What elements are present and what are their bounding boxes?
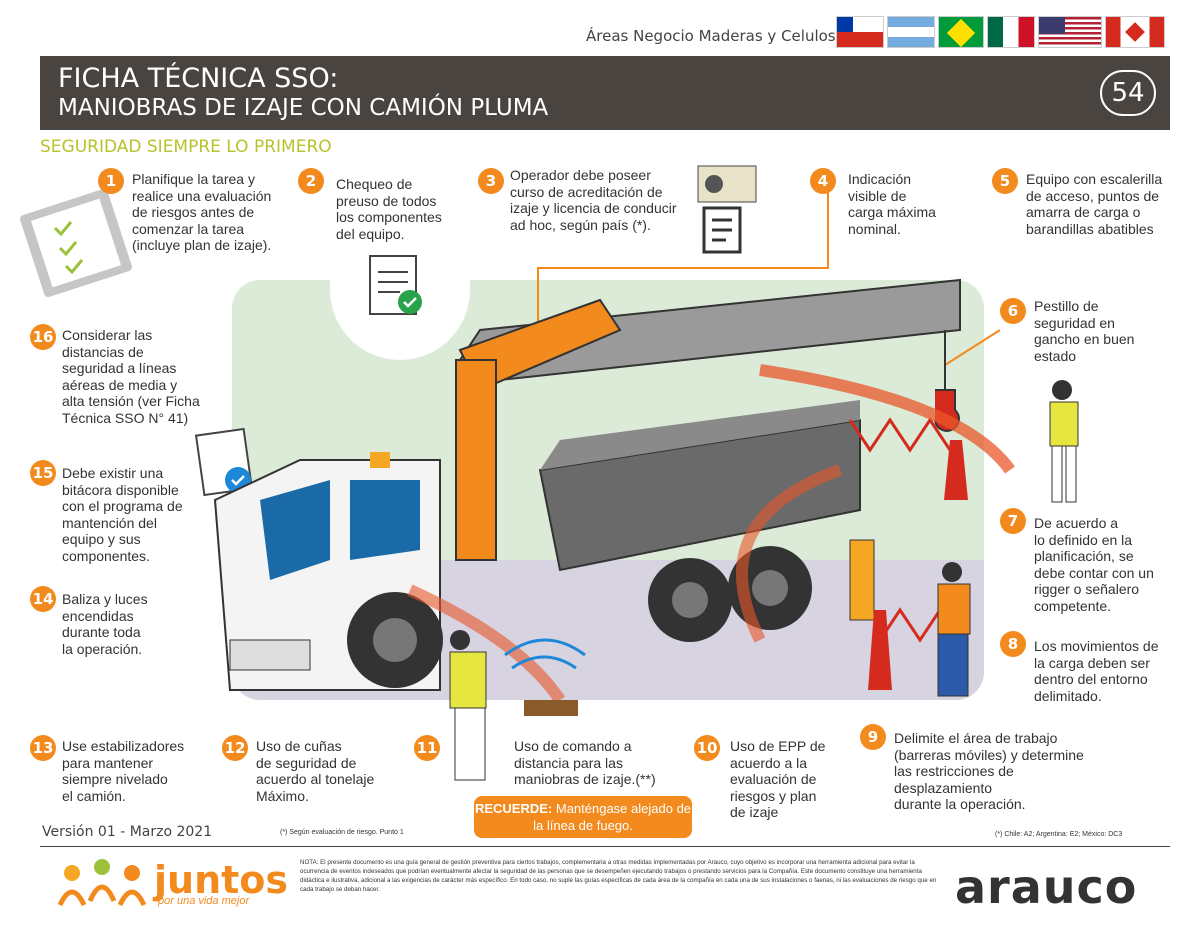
step-text: Los movimientos de la carga deben ser de… [1034, 638, 1159, 704]
step-text: Operador debe poseer curso de acreditaci… [510, 167, 677, 233]
step-text: De acuerdo a lo definido en la planifica… [1034, 515, 1154, 614]
step-number: 7 [1000, 508, 1026, 534]
page-subtitle-title: MANIOBRAS DE IZAJE CON CAMIÓN PLUMA [58, 95, 549, 121]
step-text: Use estabilizadores para mantener siempr… [62, 738, 185, 804]
step-text: Equipo con escalerilla de acceso, puntos… [1026, 171, 1163, 237]
step-number: 4 [810, 168, 836, 194]
step-text: Uso de EPP de acuerdo a la evaluación de… [730, 738, 826, 820]
title-banner [40, 56, 1170, 130]
footer-divider [40, 846, 1170, 847]
step-number: 8 [1000, 631, 1026, 657]
page-title: FICHA TÉCNICA SSO: [58, 63, 339, 94]
step-text: Planifique la tarea y realice una evalua… [132, 171, 272, 253]
clipboard-checklist-icon [20, 188, 132, 298]
safety-motto: SEGURIDAD SIEMPRE LO PRIMERO [40, 137, 332, 157]
flag-chile-icon [836, 16, 884, 48]
step-number: 10 [694, 735, 720, 761]
juntos-people-icon [57, 859, 147, 907]
rigger-worker [1049, 380, 1079, 503]
step-number: 12 [222, 735, 248, 761]
step-text: Baliza y luces encendidas durante toda l… [62, 591, 148, 657]
reminder-text: Manténgase alejado de la línea de fuego. [533, 801, 692, 833]
step-number: 15 [30, 460, 56, 486]
step-number: 3 [478, 168, 504, 194]
step-text: Pestillo de seguridad en gancho en buen … [1034, 298, 1135, 364]
step-text: Delimite el área de trabajo (barreras mó… [894, 730, 1084, 812]
legal-note: NOTA: El presente documento es una guía … [300, 859, 937, 893]
juntos-logo: juntos [154, 858, 289, 902]
reminder-box: RECUERDE: Manténgase alejado de la línea… [474, 796, 692, 838]
step-number: 2 [298, 168, 324, 194]
step-number: 14 [30, 586, 56, 612]
version-label: Versión 01 - Marzo 2021 [42, 824, 213, 840]
step-number: 1 [98, 168, 124, 194]
juntos-tagline: por una vida mejor [158, 895, 250, 907]
step-number: 16 [30, 324, 56, 350]
step-number: 5 [992, 168, 1018, 194]
flag-usa-icon [1038, 16, 1102, 48]
step-number: 13 [30, 735, 56, 761]
step-number: 6 [1000, 298, 1026, 324]
step-text: Considerar las distancias de seguridad a… [62, 327, 200, 426]
step-text: Indicación visible de carga máxima nomin… [848, 171, 936, 237]
operator-worker [449, 630, 487, 781]
signal-worker [937, 562, 971, 697]
arauco-logo: arauco [955, 860, 1138, 914]
flag-brazil-icon [938, 16, 984, 48]
reminder-label: RECUERDE: [474, 801, 553, 816]
flag-mexico-icon [987, 16, 1035, 48]
sheet-number-badge: 54 [1100, 70, 1156, 116]
step-number: 11 [414, 735, 440, 761]
step-text: Uso de cuñas de seguridad de acuerdo al … [256, 738, 375, 804]
step-text: Chequeo de preuso de todos los component… [336, 176, 442, 242]
flag-argentina-icon [887, 16, 935, 48]
footnote-1: (*) Según evaluación de riesgo. Punto 1 [280, 829, 404, 836]
step-number: 9 [860, 724, 886, 750]
footnote-2: (*) Chile: A2; Argentina: E2; México: DC… [995, 831, 1123, 838]
flag-canada-icon [1105, 16, 1165, 48]
step-text: Uso de comando a distancia para las mani… [514, 738, 656, 787]
areas-label: Áreas Negocio Maderas y Celulosa [586, 27, 845, 45]
step-text: Debe existir una bitácora disponible con… [62, 465, 183, 564]
